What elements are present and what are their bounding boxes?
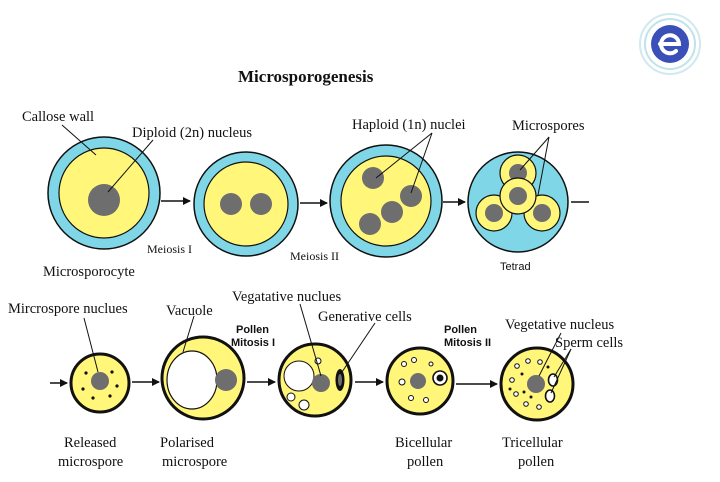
label-released-a: Released	[64, 435, 117, 451]
label-bicellular-a: Bicellular	[395, 435, 452, 451]
mitosis-1-cell	[277, 342, 353, 418]
label-microsporocyte: Microsporocyte	[43, 264, 135, 280]
label-callose-wall: Callose wall	[22, 109, 94, 125]
leader-sperm-1	[553, 348, 572, 378]
label-meiosis-1: Meiosis I	[147, 242, 192, 256]
leader-callose-wall	[61, 124, 97, 156]
leader-microspores-2	[537, 136, 550, 196]
label-bicellular-b: pollen	[407, 454, 444, 470]
leader-vacuole	[182, 315, 195, 353]
leader-sperm-2	[550, 348, 572, 394]
label-released-b: microspore	[58, 454, 123, 470]
label-tetrad: Tetrad	[500, 261, 531, 273]
released-microspore-cell	[69, 352, 131, 414]
tricellular-pollen-cell	[499, 346, 575, 422]
label-microspores: Microspores	[512, 118, 585, 134]
dyad-cell	[193, 151, 299, 257]
label-microspore-nucleus: Mircrospore nuclues	[8, 301, 128, 317]
label-pollen-mitosis-2-a: Pollen	[444, 324, 477, 336]
label-diploid-nucleus: Diploid (2n) nucleus	[132, 125, 252, 141]
label-vegetative-nucleus-2: Vegetative nucleus	[505, 317, 614, 333]
leader-vegetative-2	[538, 332, 562, 377]
leader-haploid-1	[375, 132, 433, 179]
bicellular-pollen-cell	[385, 346, 455, 416]
label-generative-cells: Generative cells	[318, 309, 412, 325]
tetrad-cell	[467, 151, 569, 253]
label-vacuole: Vacuole	[166, 303, 213, 319]
label-tricellular-a: Tricellular	[502, 435, 563, 451]
label-polarised-a: Polarised	[160, 435, 215, 451]
leader-generative	[341, 322, 376, 373]
leader-haploid-2	[410, 132, 433, 194]
leader-microspore-nucleus	[83, 317, 99, 373]
label-polarised-b: microspore	[162, 454, 227, 470]
label-pollen-mitosis-1-b: Mitosis I	[231, 337, 275, 349]
label-meiosis-2: Meiosis II	[290, 249, 339, 263]
four-nuclei-cell	[329, 144, 443, 258]
label-haploid-nuclei: Haploid (1n) nuclei	[352, 117, 466, 133]
label-pollen-mitosis-1-a: Pollen	[236, 324, 269, 336]
label-sperm-cells: Sperm cells	[555, 335, 623, 351]
label-pollen-mitosis-2-b: Mitosis II	[444, 337, 491, 349]
diagram-title: Microsporogenesis	[238, 67, 374, 86]
leader-vegetative-1	[299, 303, 322, 377]
label-tricellular-b: pollen	[518, 454, 555, 470]
microsporocyte-cell	[47, 136, 161, 250]
leader-microspores-1	[519, 136, 550, 171]
embibe-logo-icon	[639, 13, 701, 75]
label-vegetative-nucleus-1: Vegatative nuclues	[232, 289, 341, 305]
polarised-microspore-cell	[160, 335, 246, 421]
leader-diploid-nucleus	[107, 139, 154, 193]
